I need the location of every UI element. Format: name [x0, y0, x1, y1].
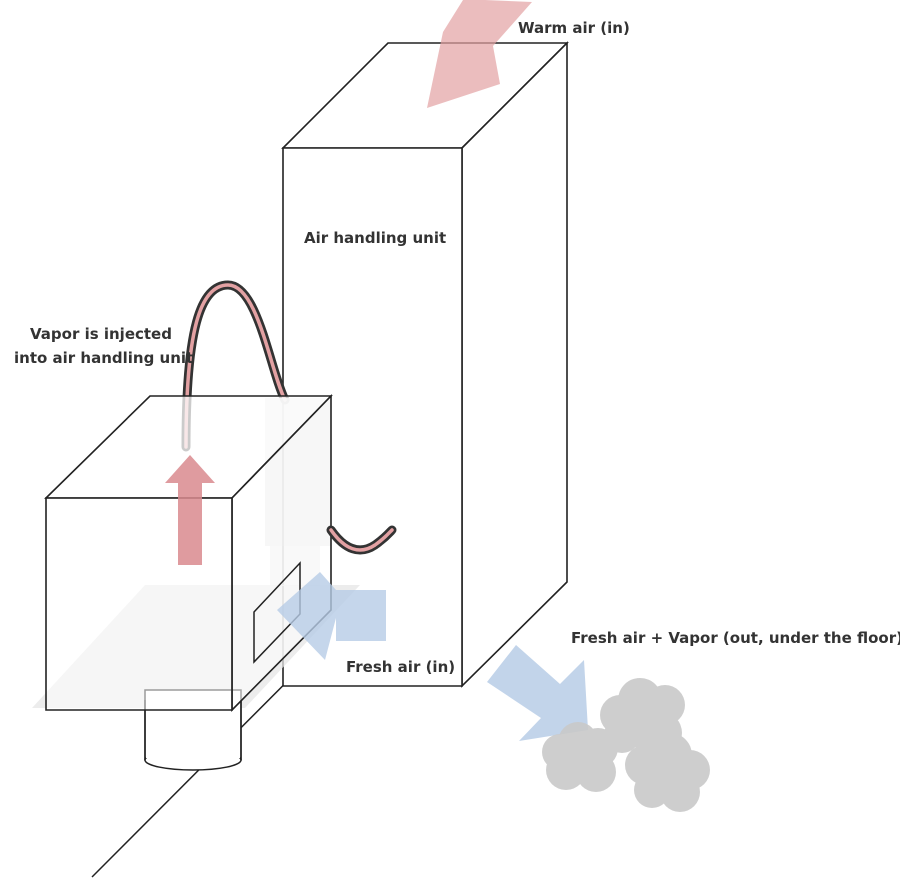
air-handling-unit-label: Air handling unit — [304, 229, 446, 247]
fresh-air-out-label: Fresh air + Vapor (out, under the floor) — [571, 629, 900, 647]
vapor-hose-lower-core — [329, 528, 394, 552]
warm-air-arrow — [427, 0, 532, 108]
fresh-air-out-arrow — [487, 645, 588, 741]
vapor-label-line2: into air handling unit — [14, 349, 193, 367]
fresh-air-in-label: Fresh air (in) — [346, 658, 455, 676]
ahu-side-face — [461, 41, 568, 688]
humidifier-front-face — [45, 497, 233, 711]
vapor-cloud-2 — [600, 678, 685, 755]
vapor-cloud-3 — [625, 733, 710, 812]
vapor-label-line1: Vapor is injected — [30, 325, 172, 343]
vapor-up-arrow — [165, 455, 215, 565]
vapor-cloud — [542, 678, 710, 812]
warm-air-label: Warm air (in) — [518, 19, 630, 37]
vapor-cloud-1 — [542, 722, 618, 792]
fresh-air-in-arrow — [277, 572, 386, 660]
vapor-hose-core — [184, 283, 287, 449]
